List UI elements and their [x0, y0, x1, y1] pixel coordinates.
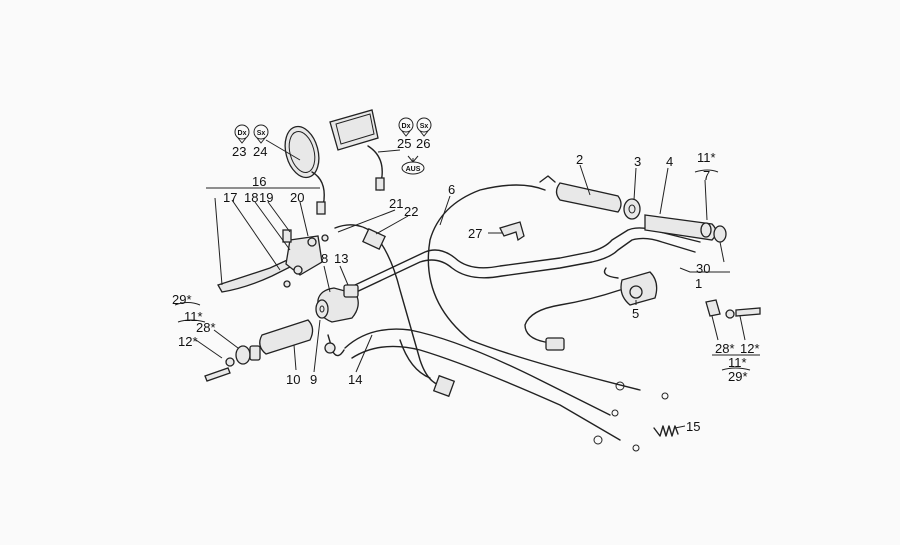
- label-20: 20: [290, 190, 304, 205]
- aus-badge: AUS: [401, 155, 425, 175]
- label-5: 5: [632, 306, 639, 321]
- washer-7: [700, 222, 712, 238]
- spring-15: [653, 425, 679, 437]
- left-grip: [259, 319, 314, 355]
- label-2: 2: [576, 152, 583, 167]
- label-12-right: 12*: [740, 341, 760, 356]
- label-13: 13: [334, 251, 348, 266]
- sx-badge-left: Sx: [253, 124, 269, 144]
- label-26: 26: [416, 136, 430, 151]
- label-6: 6: [448, 182, 455, 197]
- label-17: 17: [223, 190, 237, 205]
- ring-3: [623, 198, 641, 220]
- label-11-right: 11*: [728, 355, 747, 370]
- label-10: 10: [286, 372, 300, 387]
- grip-end-28: [235, 345, 251, 365]
- label-21: 21: [389, 196, 403, 211]
- label-16: 16: [252, 174, 266, 189]
- label-23: 23: [232, 144, 246, 159]
- label-1: 1: [695, 276, 702, 291]
- label-12-left: 12*: [178, 334, 198, 349]
- label-24: 24: [253, 144, 267, 159]
- rect-mirror: [329, 109, 379, 151]
- label-15: 15: [686, 419, 700, 434]
- svg-text:Dx: Dx: [402, 123, 411, 130]
- label-18: 18: [244, 190, 258, 205]
- label-11-left: 11*: [184, 309, 203, 324]
- label-25: 25: [397, 136, 411, 151]
- label-3: 3: [634, 154, 641, 169]
- label-30: 30: [696, 261, 710, 276]
- lower-cable-14: [344, 328, 611, 416]
- label-8: 8: [321, 251, 328, 266]
- svg-text:Dx: Dx: [238, 130, 247, 137]
- label-27: 27: [468, 226, 482, 241]
- bar-end-fitting: [705, 299, 721, 317]
- sx-badge-right: Sx: [416, 117, 432, 137]
- clamp-27: [499, 221, 525, 242]
- label-19: 19: [259, 190, 273, 205]
- label-22: 22: [404, 204, 418, 219]
- label-9: 9: [310, 372, 317, 387]
- label-29-left: 29*: [172, 292, 192, 307]
- throttle-cable: [427, 184, 641, 391]
- label-14: 14: [348, 372, 362, 387]
- label-4: 4: [666, 154, 673, 169]
- label-28-right: 28*: [715, 341, 735, 356]
- round-mirror: [284, 125, 320, 179]
- label-7: 7: [703, 168, 710, 183]
- label-29-right: 29*: [728, 369, 748, 384]
- throttle-grip: [555, 182, 622, 213]
- washer-12: [225, 357, 235, 367]
- label-11-top: 11*: [697, 150, 716, 165]
- label-28-left: 28*: [196, 320, 216, 335]
- dx-badge-right: Dx: [398, 117, 414, 137]
- handlebar: [354, 227, 701, 286]
- svg-text:Sx: Sx: [420, 123, 429, 130]
- bolt-29: [204, 367, 231, 382]
- svg-text:Sx: Sx: [257, 130, 266, 137]
- svg-text:AUS: AUS: [406, 166, 421, 173]
- bar-end-30: [713, 225, 727, 243]
- dx-badge-left: Dx: [234, 124, 250, 144]
